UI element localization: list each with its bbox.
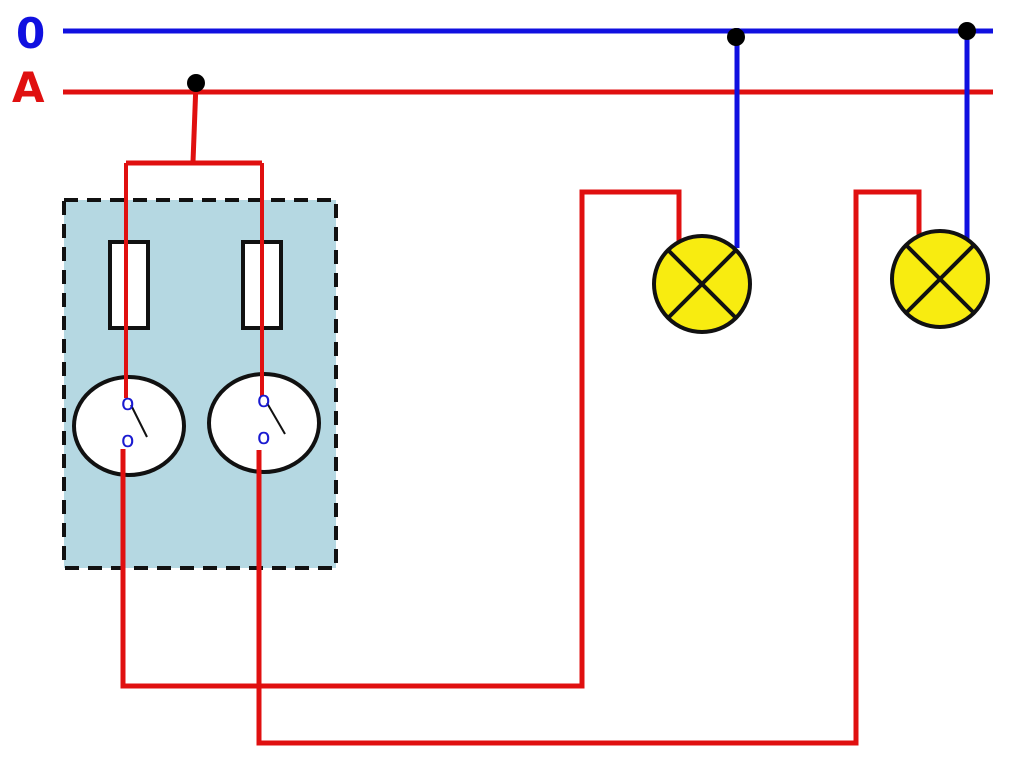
lamp-1 bbox=[652, 234, 752, 334]
switch-1-lever bbox=[130, 404, 148, 438]
fuse-1 bbox=[108, 240, 150, 330]
lamp-2-supply-wire bbox=[256, 189, 922, 746]
phase-label: A bbox=[12, 63, 45, 112]
neutral-label: 0 bbox=[16, 9, 45, 58]
switch-2-lever bbox=[266, 402, 286, 435]
switch-1-contact-top: o bbox=[121, 391, 134, 416]
switch-1 bbox=[72, 375, 186, 477]
phase-junction bbox=[187, 74, 205, 92]
neutral-junction-2 bbox=[958, 22, 976, 40]
phase-feed-wire bbox=[190, 82, 199, 163]
lamp-2 bbox=[890, 229, 990, 329]
neutral-junction-1 bbox=[727, 28, 745, 46]
switch-2-contact-top: o bbox=[257, 388, 270, 413]
switch-1-contact-bottom: o bbox=[121, 428, 134, 453]
switch-2-contact-bottom: o bbox=[257, 425, 270, 450]
lamp-1-supply-wire bbox=[120, 189, 682, 689]
